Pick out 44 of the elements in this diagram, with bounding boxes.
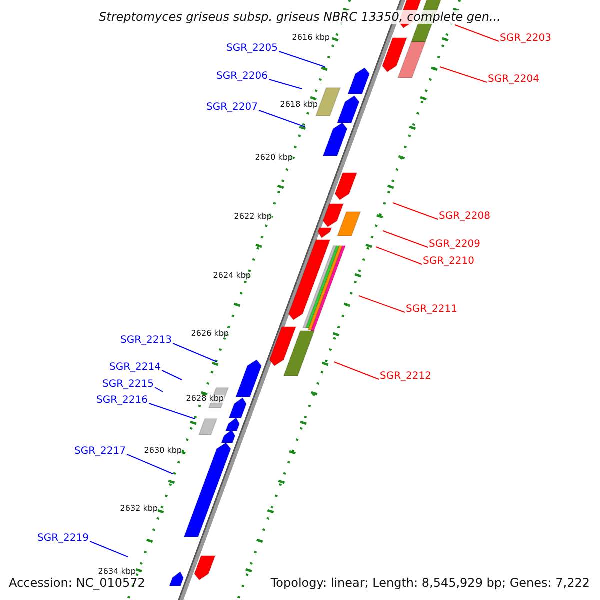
scale-label: 2616 kbp (292, 34, 330, 42)
scale-label: 2626 kbp (191, 330, 229, 338)
gene-label: SGR_2219 (38, 534, 89, 544)
leader-line (148, 403, 196, 420)
scale-label: 2630 kbp (144, 447, 182, 455)
summary-text: Topology: linear; Length: 8,545,929 bp; Genes: 7,222 (270, 577, 590, 589)
gene-label: SGR_2217 (74, 447, 126, 457)
gene-label: SGR_2212 (380, 372, 432, 382)
gene-label: SGR_2209 (429, 240, 480, 250)
accession-text: Accession: NC_010572 (9, 577, 146, 589)
leader-line (334, 362, 380, 380)
leader-line (278, 51, 326, 68)
leader-line (154, 387, 164, 392)
scale-label: 2620 kbp (255, 154, 293, 162)
gene-label: SGR_2215 (102, 380, 154, 390)
leader-line (454, 24, 500, 42)
scale-label: 2624 kbp (213, 272, 251, 280)
leader-line (162, 370, 182, 380)
gene-label: SGR_2204 (488, 75, 540, 85)
leader-line (440, 66, 488, 83)
gene-label: SGR_2210 (423, 257, 474, 267)
scale-label: 2634 kbp (98, 568, 136, 576)
gene-label: SGR_2203 (500, 34, 552, 44)
scale-label: 2628 kbp (186, 395, 224, 403)
leader-line (376, 246, 422, 265)
gene-label: SGR_2208 (439, 212, 490, 222)
scale-label: 2632 kbp (120, 505, 158, 513)
leader-line (126, 454, 174, 474)
gene-label: SGR_2213 (120, 336, 172, 346)
gene-label: SGR_2216 (96, 396, 148, 406)
leader-line (382, 230, 428, 248)
gene-label: SGR_2205 (226, 44, 278, 54)
gene-label: SGR_2211 (406, 305, 458, 315)
leader-line (172, 343, 218, 362)
gene-label: SGR_2207 (206, 103, 258, 113)
leader-line (90, 541, 128, 558)
scale-label: 2618 kbp (280, 101, 318, 109)
leader-line (268, 79, 302, 90)
leader-line (358, 296, 406, 313)
leader-line (258, 110, 306, 128)
gene-label: SGR_2206 (216, 72, 268, 82)
leader-line (392, 202, 438, 220)
gene-label: SGR_2214 (110, 363, 161, 373)
scale-label: 2622 kbp (234, 213, 272, 221)
